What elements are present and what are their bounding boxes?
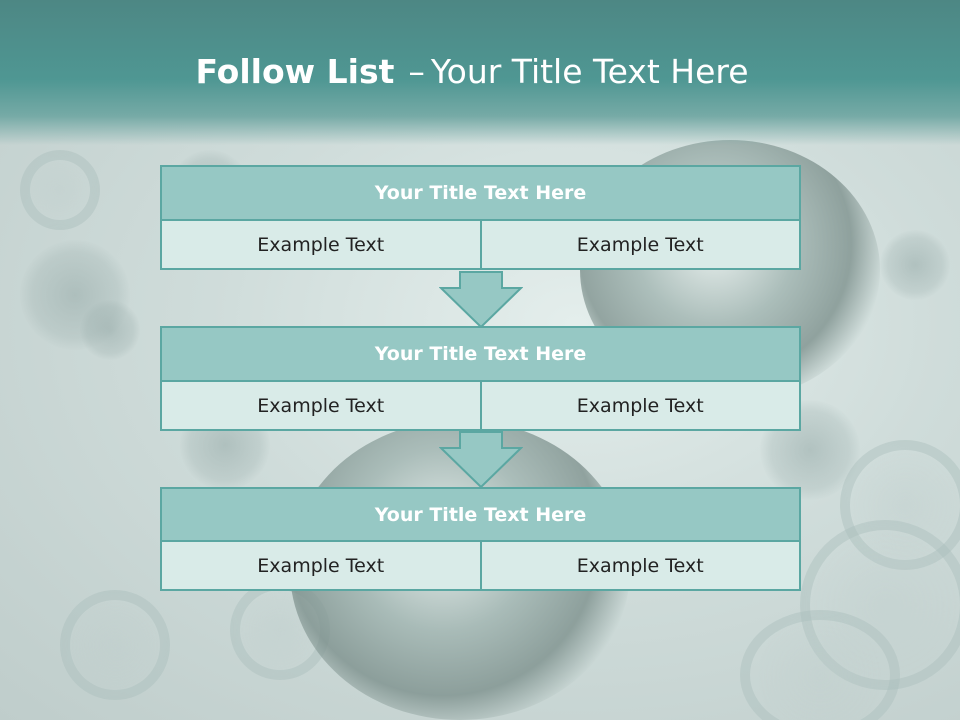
down-arrow-icon <box>439 271 523 329</box>
slide-title: Follow List–Your Title Text Here <box>0 52 944 91</box>
header-band <box>0 0 960 145</box>
list-block-2: Your Title Text Here Example Text Exampl… <box>160 326 801 431</box>
block-cell-right: Example Text <box>481 382 801 431</box>
title-rest: Your Title Text Here <box>430 52 749 91</box>
block-cell-left: Example Text <box>160 382 482 431</box>
title-bold: Follow List <box>195 52 395 91</box>
block-cell-left: Example Text <box>160 542 482 591</box>
block-cell-right: Example Text <box>481 221 801 270</box>
list-block-3: Your Title Text Here Example Text Exampl… <box>160 487 801 591</box>
block-title: Your Title Text Here <box>160 165 801 221</box>
list-block-1: Your Title Text Here Example Text Exampl… <box>160 165 801 270</box>
block-cell-right: Example Text <box>481 542 801 591</box>
title-separator: – <box>408 52 425 91</box>
down-arrow-icon <box>439 431 523 489</box>
block-title: Your Title Text Here <box>160 326 801 382</box>
block-title: Your Title Text Here <box>160 487 801 542</box>
block-cell-left: Example Text <box>160 221 482 270</box>
